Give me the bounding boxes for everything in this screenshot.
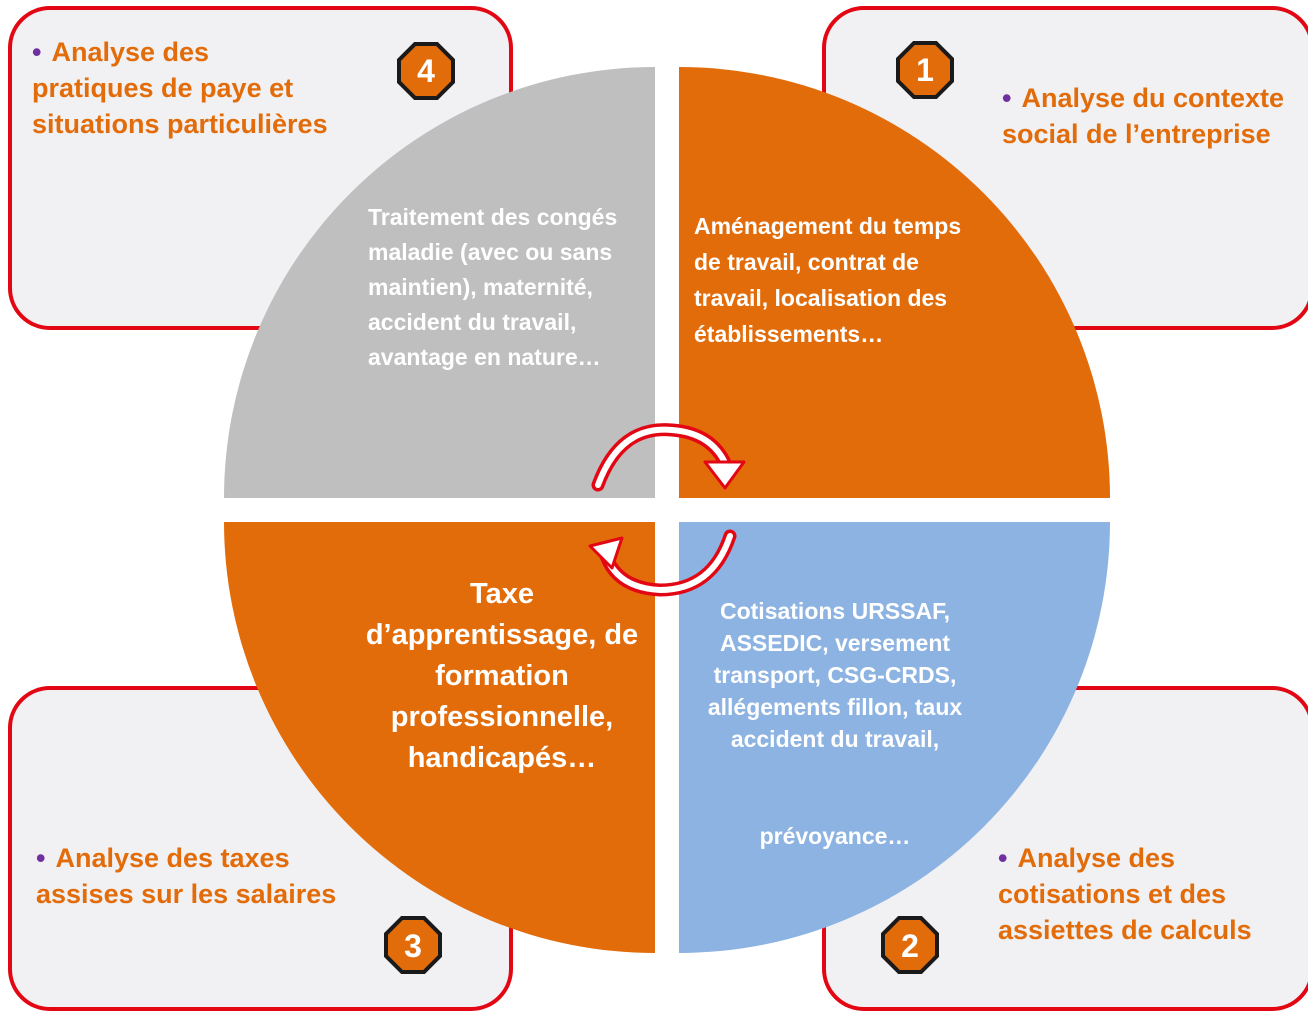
quadrant-bottom-left bbox=[224, 522, 655, 953]
card-title-2: •Analyse des cotisations et des assiette… bbox=[998, 843, 1252, 945]
svg-text:4: 4 bbox=[417, 53, 435, 89]
card-title-4: •Analyse des pratiques de paye et situat… bbox=[32, 37, 328, 139]
quadrant-bottom-left-text: Taxe d’apprentissage, de formation profe… bbox=[365, 578, 639, 774]
quadrant-bottom-right bbox=[679, 522, 1110, 953]
card-title-1: •Analyse du contexte social de l’entrepr… bbox=[1002, 83, 1285, 149]
badge-1: 1 bbox=[896, 41, 954, 99]
svg-text:3: 3 bbox=[404, 928, 422, 964]
svg-text:2: 2 bbox=[901, 928, 919, 964]
svg-text:1: 1 bbox=[916, 52, 934, 88]
quadrant-top-right-text: Aménagement du temps de travail, contrat… bbox=[694, 213, 962, 347]
quadrant-top-right bbox=[679, 67, 1110, 498]
quadrant-bottom-right-text-2: prévoyance… bbox=[759, 823, 911, 849]
quadrant-top-left bbox=[224, 67, 655, 498]
badge-2: 2 bbox=[881, 916, 939, 974]
card-title-3: •Analyse des taxes assises sur les salai… bbox=[36, 843, 337, 909]
badge-4: 4 bbox=[397, 42, 455, 100]
quadrant-top-left-text: Traitement des congés maladie (avec ou s… bbox=[368, 204, 618, 370]
quadrant-bottom-right-text: Cotisations URSSAF, ASSEDIC, versement t… bbox=[707, 598, 963, 752]
circular-arrows-icon bbox=[588, 423, 746, 597]
badge-3: 3 bbox=[384, 916, 442, 974]
